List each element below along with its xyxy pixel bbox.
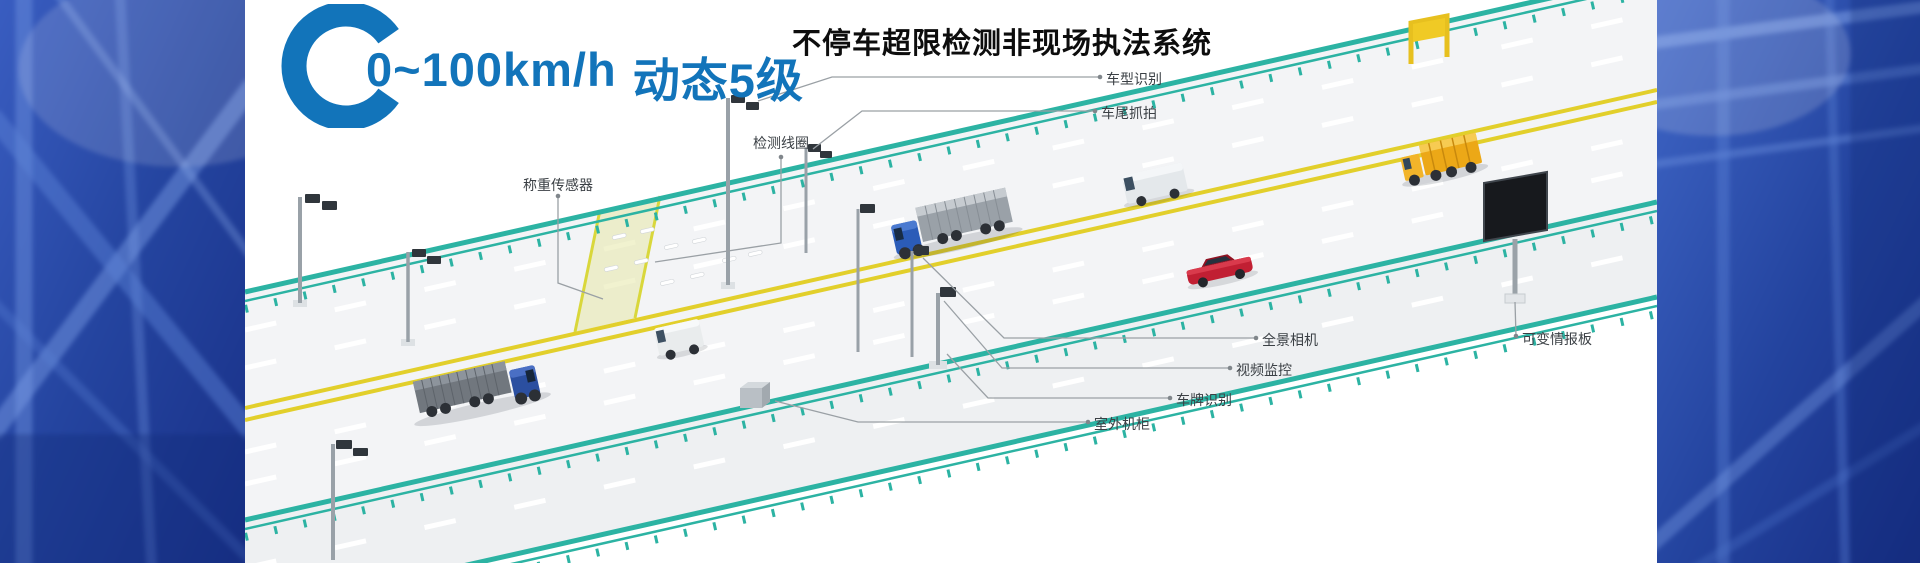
label-weight-sensor: 称重传感器 xyxy=(523,177,593,193)
dump-truck xyxy=(1400,132,1489,187)
c-ring-logo-icon xyxy=(281,4,399,128)
left-structure-art xyxy=(0,0,245,563)
outdoor-cabinet-box xyxy=(740,382,770,408)
leader-vehicle-type xyxy=(757,76,1100,102)
weigh-camera-pole-left-2 xyxy=(401,249,441,346)
leader-lines xyxy=(557,76,1517,423)
container-truck xyxy=(891,187,1023,260)
red-sports-car xyxy=(1186,254,1259,290)
variable-message-sign-board xyxy=(1483,170,1548,304)
page-title: 不停车超限检测非现场执法系统 xyxy=(791,28,1212,60)
label-vehicle-type: 车型识别 xyxy=(1106,71,1162,87)
white-box-van xyxy=(1121,162,1195,208)
label-panorama-camera: 全景相机 xyxy=(1262,332,1318,348)
speed-logo: 0~100km/h 动态5级 xyxy=(366,42,804,111)
plate-recognition-pole xyxy=(929,287,956,369)
leader-panorama-camera xyxy=(922,257,1256,339)
guardrail-median xyxy=(245,199,1657,541)
label-video-monitor: 视频监控 xyxy=(1236,362,1292,378)
leader-outdoor-cabinet xyxy=(774,400,1088,423)
small-white-van xyxy=(654,319,708,360)
label-rear-capture: 车尾抓拍 xyxy=(1101,105,1157,121)
label-variable-message-sign: 可变情报板 xyxy=(1522,331,1592,347)
illustration-area xyxy=(245,0,1657,563)
right-structure-blur xyxy=(1657,0,1920,563)
label-outdoor-cabinet: 室外机柜 xyxy=(1094,416,1150,432)
camera-pole-bottom-left xyxy=(331,440,368,560)
leader-rear-capture xyxy=(812,110,1095,150)
label-detection-coil: 检测线圈 xyxy=(753,135,809,151)
leader-detection-coil xyxy=(654,157,782,263)
logo-grade: 动态5级 xyxy=(632,54,804,107)
vehicle-type-camera-pole xyxy=(721,95,759,289)
highway-diagram xyxy=(245,0,1657,563)
lane-markings xyxy=(245,9,1657,563)
label-plate-recognition: 车牌识别 xyxy=(1176,392,1232,408)
left-structure-blur xyxy=(0,0,245,563)
leader-variable-message-sign xyxy=(1514,301,1517,337)
logo-speed-range: 0~100km/h xyxy=(366,43,617,96)
leader-video-monitor xyxy=(943,300,1230,369)
video-monitor-pole xyxy=(910,246,929,357)
leader-plate-recognition xyxy=(946,353,1170,399)
guardrail-bottom xyxy=(464,294,1657,563)
leader-dots xyxy=(555,74,1519,425)
panorama-camera-pole xyxy=(856,204,875,352)
tarp-truck xyxy=(412,361,551,427)
left-structure-image xyxy=(0,0,245,563)
leader-weight-sensor xyxy=(557,196,604,300)
gantry-sign xyxy=(1408,12,1450,64)
right-structure-art xyxy=(1657,0,1920,563)
right-structure-image xyxy=(1657,0,1920,563)
weigh-camera-pole-left xyxy=(293,194,337,307)
